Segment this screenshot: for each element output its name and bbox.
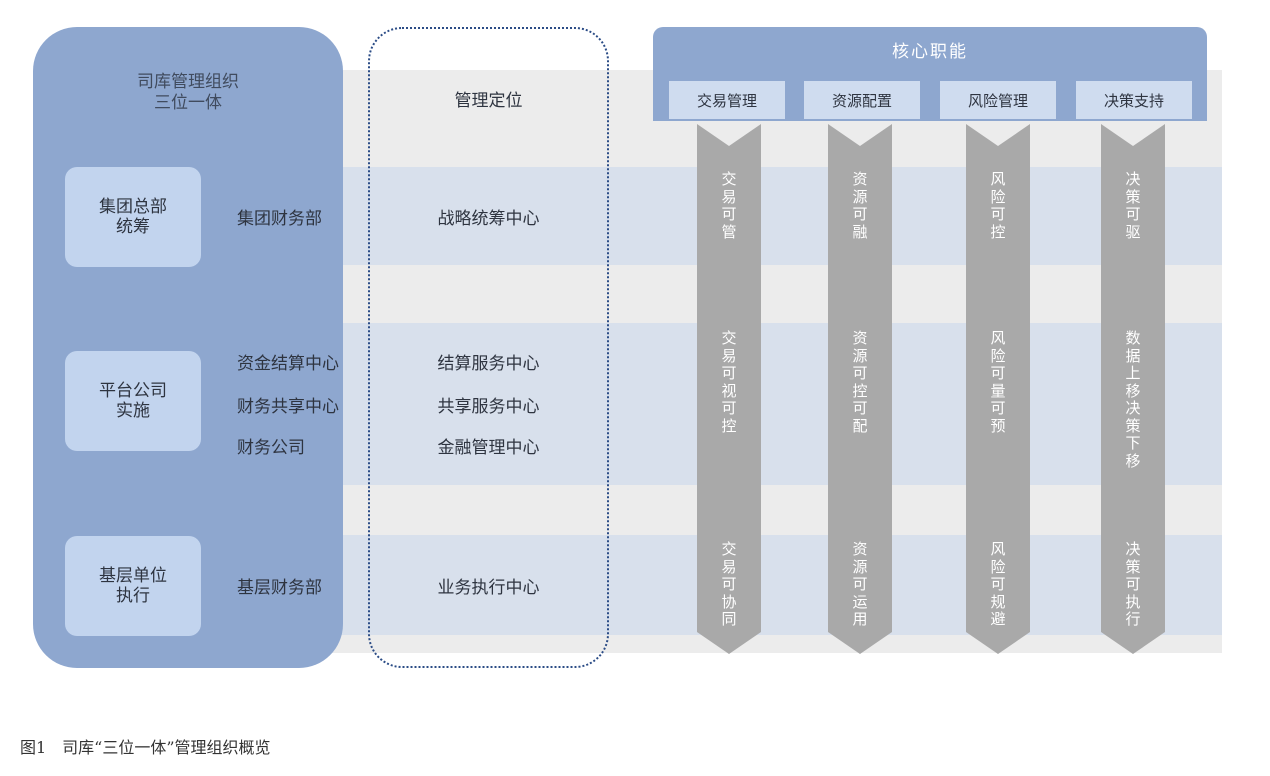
level-grassroots-box: 基层单位执行 (65, 536, 201, 636)
core-functions-title: 核心职能 (892, 42, 968, 62)
cell-r1-risk: 风险可控 (990, 170, 1006, 241)
cell-r3-decision: 决策可执行 (1125, 540, 1141, 628)
cell-r3-risk: 风险可规避 (990, 540, 1006, 628)
cell-r1-resource: 资源可融 (852, 170, 868, 241)
core-tab-resource: 资源配置 (804, 81, 920, 119)
dept-grassroots-finance: 基层财务部 (237, 578, 322, 598)
arrow-risk (966, 124, 1030, 654)
position-settlement-service: 结算服务中心 (437, 354, 540, 374)
position-strategy-center: 战略统筹中心 (437, 209, 540, 229)
dept-group-finance: 集团财务部 (237, 209, 322, 229)
cell-r3-resource: 资源可运用 (852, 540, 868, 628)
organization-title: 司库管理组织 三位一体 (137, 72, 239, 113)
core-tab-transaction: 交易管理 (669, 81, 785, 119)
position-execution-center: 业务执行中心 (437, 578, 540, 598)
cell-r3-transaction: 交易可协同 (721, 540, 737, 628)
positioning-title: 管理定位 (454, 91, 523, 111)
dept-settlement-center: 资金结算中心 (237, 354, 339, 374)
level-platform-box: 平台公司实施 (65, 351, 201, 451)
cell-r1-transaction: 交易可管 (721, 170, 737, 241)
positioning-frame (368, 27, 609, 668)
position-shared-service: 共享服务中心 (437, 397, 540, 417)
arrow-resource (828, 124, 892, 654)
level-headquarters-box: 集团总部统筹 (65, 167, 201, 267)
arrow-decision (1101, 124, 1165, 654)
position-finance-management: 金融管理中心 (437, 438, 540, 458)
cell-r2-transaction: 交易可视可控 (721, 329, 737, 435)
figure-caption: 图1 司库“三位一体”管理组织概览 (20, 738, 271, 757)
cell-r2-resource: 资源可控可配 (852, 329, 868, 435)
row-band-grassroots (330, 535, 1222, 635)
dept-shared-center: 财务共享中心 (237, 397, 339, 417)
cell-r1-decision: 决策可驱 (1125, 170, 1141, 241)
row-band-headquarters (330, 167, 1222, 265)
core-tab-decision: 决策支持 (1076, 81, 1192, 119)
arrow-transaction (697, 124, 761, 654)
row-band-platform (330, 323, 1222, 485)
cell-r2-decision: 数据上移决策下移 (1125, 329, 1141, 470)
dept-finance-company: 财务公司 (237, 438, 305, 458)
core-tab-risk: 风险管理 (940, 81, 1056, 119)
cell-r2-risk: 风险可量可预 (990, 329, 1006, 435)
